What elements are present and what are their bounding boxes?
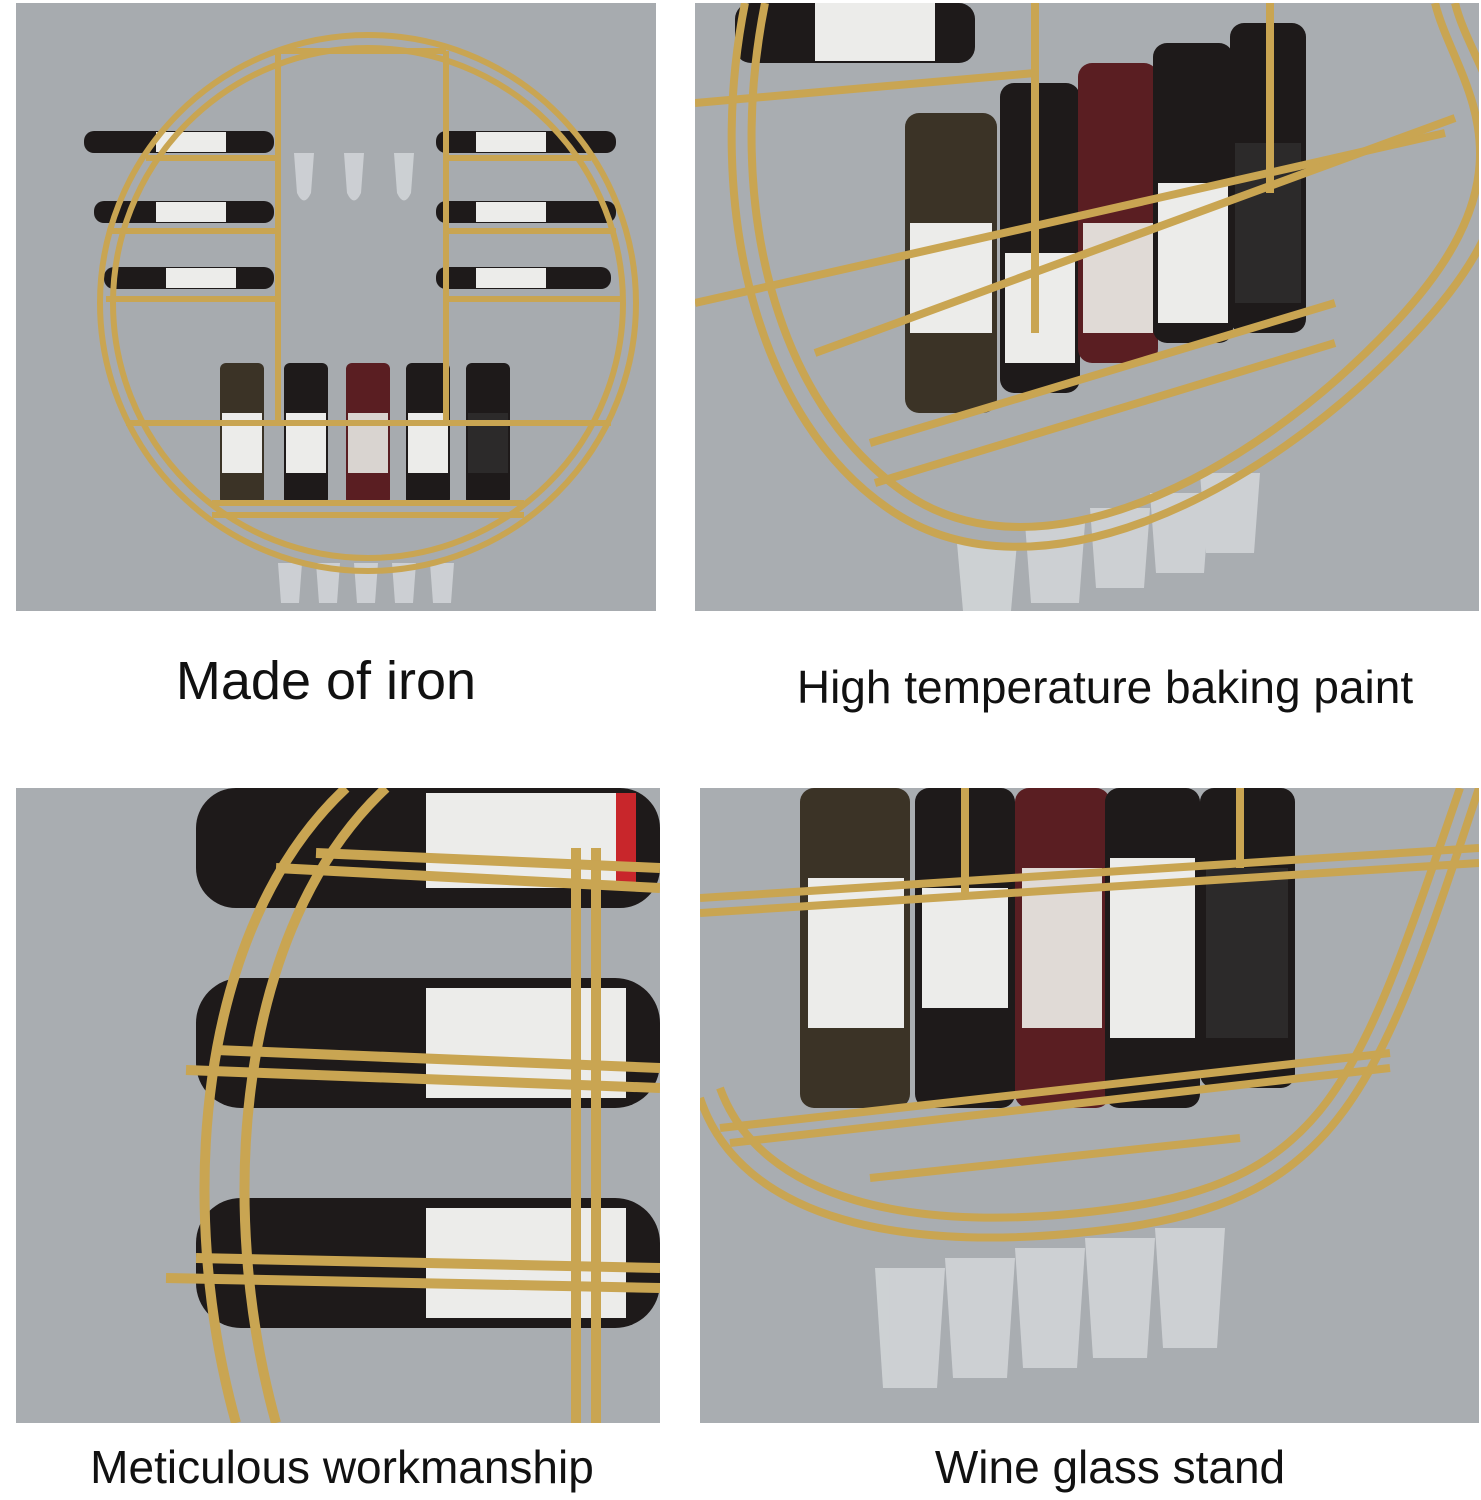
- product-photo-bottle-holders: [16, 788, 660, 1423]
- caption-made-of-iron: Made of iron: [175, 651, 477, 711]
- round-rack-illustration: [16, 3, 656, 611]
- product-photo-round-rack: [16, 3, 656, 611]
- glass-stand-illustration: [700, 788, 1479, 1423]
- bottle-holders-illustration: [16, 788, 660, 1423]
- product-photo-glass-stand: [700, 788, 1479, 1423]
- caption-wine-glass-stand: Wine glass stand: [934, 1441, 1286, 1493]
- shelf-closeup-illustration: [695, 3, 1479, 611]
- caption-meticulous-workmanship: Meticulous workmanship: [90, 1441, 594, 1493]
- product-photo-shelf-closeup: [695, 3, 1479, 611]
- caption-high-temperature-baking-paint: High temperature baking paint: [796, 661, 1414, 713]
